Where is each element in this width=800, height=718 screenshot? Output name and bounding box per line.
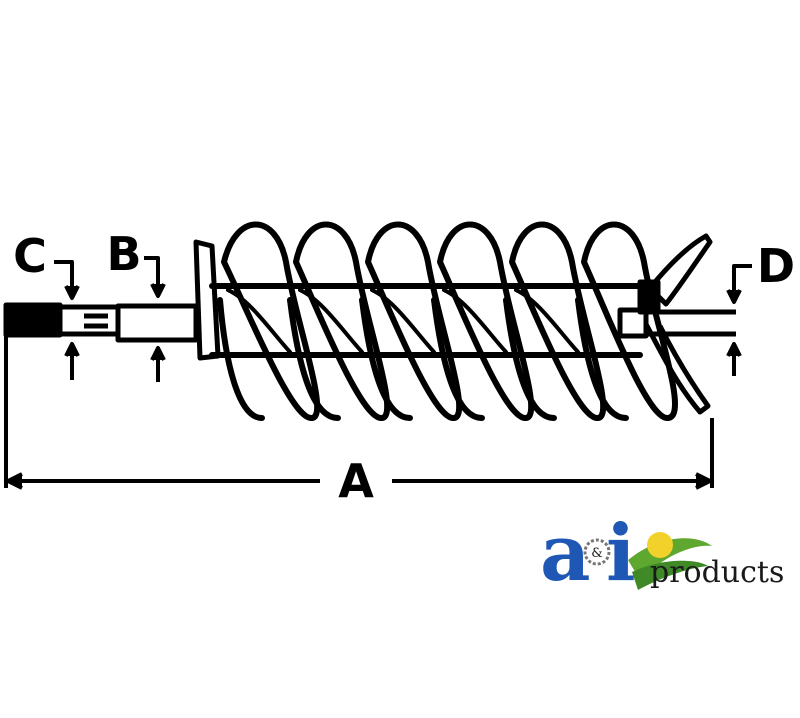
shaft-section-c — [58, 304, 118, 337]
dim-a-arrow-left — [3, 472, 23, 490]
dimension-markers — [54, 256, 752, 382]
tip-blade-lower — [643, 322, 711, 415]
marker-b-leader — [144, 256, 160, 294]
tip-hub-knob — [637, 279, 661, 315]
auger-flighting — [209, 221, 678, 421]
pilot-shaft-d — [646, 309, 736, 337]
logo-gear-icon — [583, 538, 611, 566]
marker-d-arrow-bottom — [726, 342, 742, 357]
dimension-a — [3, 336, 715, 490]
marker-c-arrow-top — [64, 285, 80, 300]
logo-letter-i: i — [606, 508, 636, 599]
flight-2 — [293, 221, 391, 421]
label-d: D — [757, 239, 795, 293]
marker-b-arrow-top — [150, 283, 166, 298]
flight-outline-bottom — [217, 297, 629, 421]
flight-4 — [437, 221, 535, 421]
shaft-section-b — [115, 303, 199, 343]
marker-b-arrow-bottom — [150, 346, 166, 361]
marker-d-leader — [732, 264, 752, 300]
helix-inner-lines — [226, 288, 580, 354]
marker-d-arrow-top — [726, 289, 742, 304]
label-b: B — [106, 227, 141, 281]
logo-sun-icon — [647, 532, 673, 558]
shaft-collar — [193, 239, 221, 361]
logo-letter-a: a — [540, 508, 591, 599]
marker-c-leader — [54, 260, 74, 296]
auger-tip — [617, 233, 736, 415]
logo-ampersand: & — [591, 546, 603, 561]
label-a: A — [338, 454, 374, 508]
tip-blade — [647, 233, 713, 307]
logo-wordmark: products — [650, 555, 784, 590]
flight-3 — [365, 221, 463, 421]
label-c: C — [13, 229, 47, 283]
logo-green-swoosh-2 — [632, 560, 708, 590]
flight-1 — [221, 221, 321, 421]
splined-shaft-end — [3, 302, 63, 338]
ai-products-logo: a i & products — [540, 508, 784, 599]
shaft — [3, 239, 221, 361]
dim-a-arrow-right — [695, 472, 715, 490]
marker-c-arrow-bottom — [64, 342, 80, 357]
flight-5 — [509, 221, 607, 421]
